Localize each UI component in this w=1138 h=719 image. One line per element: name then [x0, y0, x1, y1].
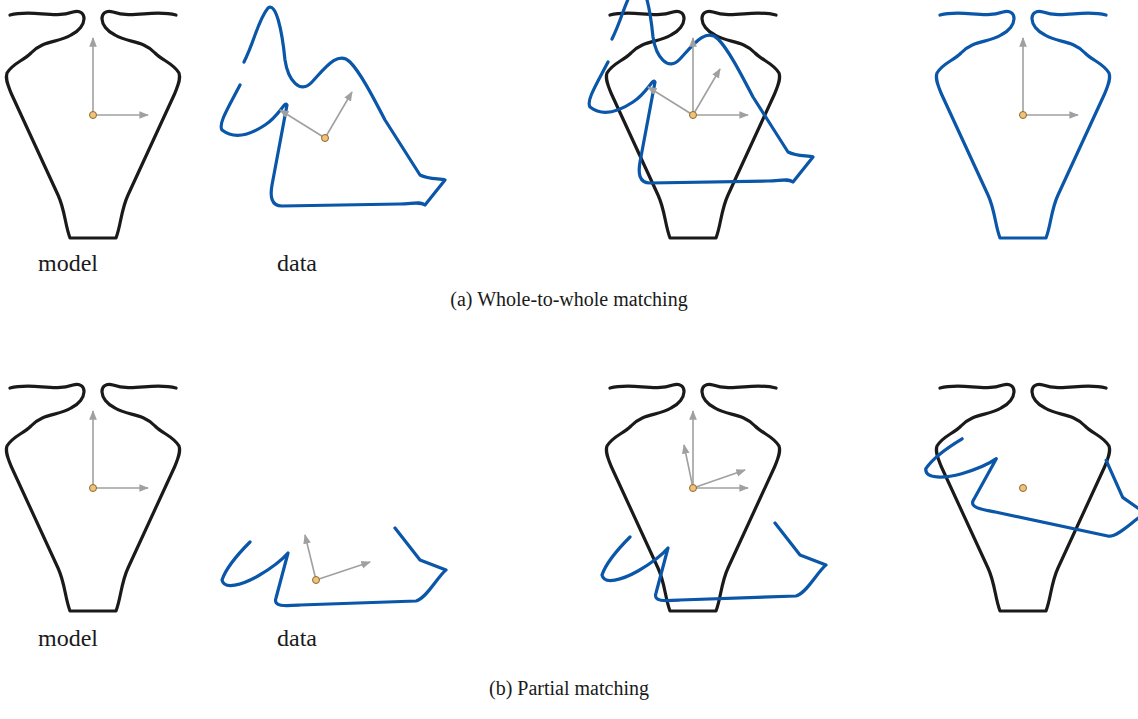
panel-label: model: [38, 250, 98, 277]
subfigure-caption: (b) Partial matching: [489, 677, 649, 700]
panel-label: model: [38, 625, 98, 652]
panel-label: data: [277, 625, 317, 652]
subfigure-caption: (a) Whole-to-whole matching: [450, 288, 687, 311]
panel-label: data: [277, 250, 317, 277]
